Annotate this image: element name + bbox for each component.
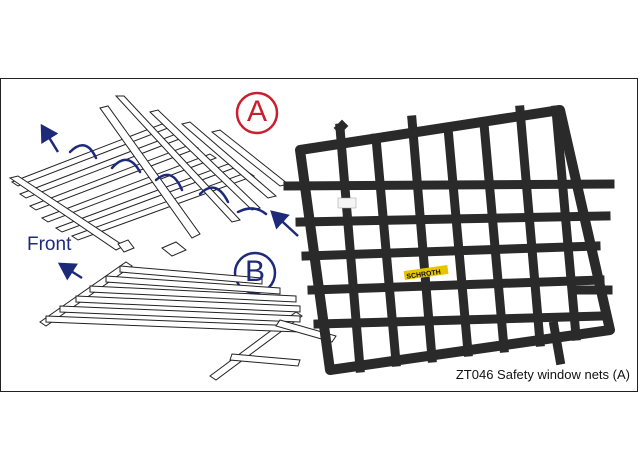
marker-a-circle: [235, 91, 279, 135]
front-arrow-icon: [57, 262, 83, 281]
net-label-tag: [403, 264, 449, 281]
arrow-pointer-icon: [270, 210, 299, 237]
safety-net-photo: [283, 105, 615, 375]
front-label: Front: [27, 234, 72, 255]
marker-b-circle: [233, 251, 277, 295]
net-a-flex-markers: [68, 144, 268, 216]
figure-caption: ZT046 Safety window nets (A): [455, 367, 630, 382]
arrow-up-left-icon: [40, 123, 60, 153]
net-small-tag: [337, 197, 357, 209]
option-b-marker: B: [244, 255, 265, 288]
net-b-drawing: [39, 261, 337, 381]
net-label-text: SCHROTH: [406, 269, 441, 281]
net-a-drawing: [8, 95, 290, 257]
option-a-marker: A: [246, 95, 267, 128]
